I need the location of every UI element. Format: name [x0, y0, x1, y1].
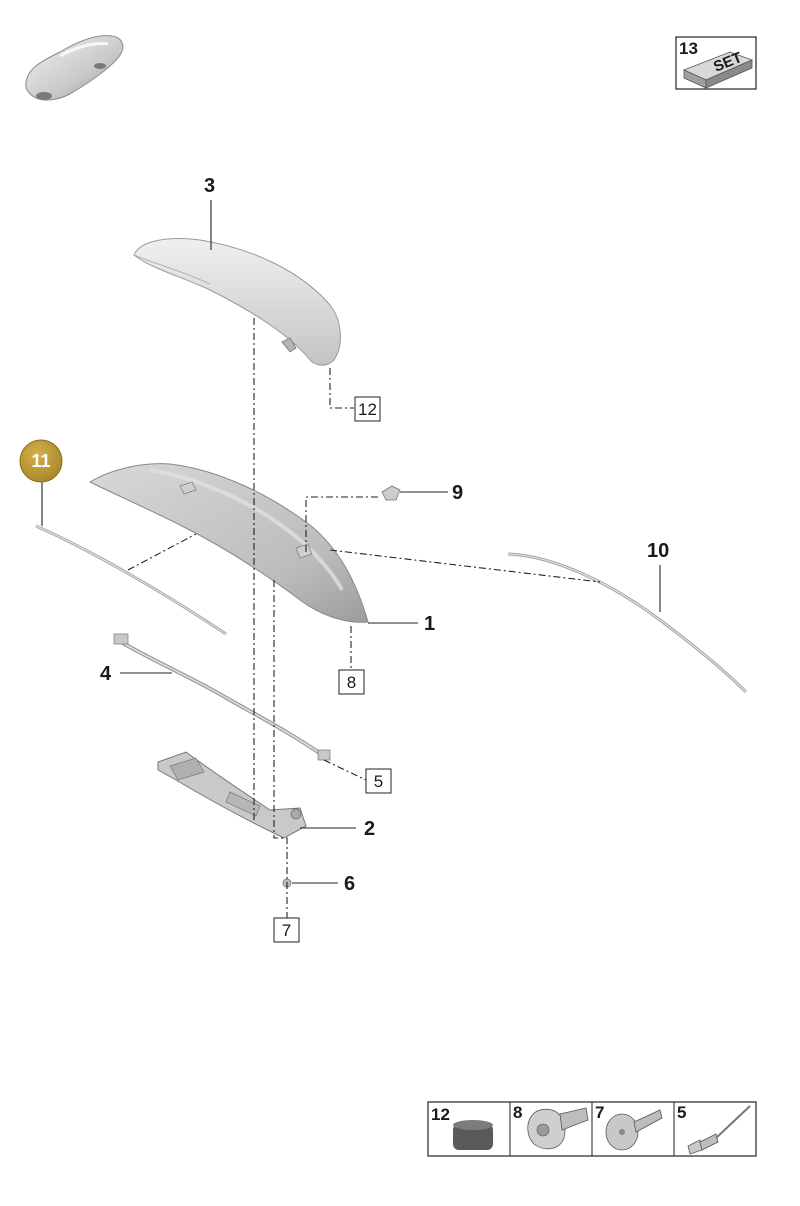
legend-cell-8[interactable]: 8 [513, 1103, 589, 1150]
callout-11: 11 [31, 451, 50, 471]
seal-strip-part[interactable] [35, 524, 227, 636]
set-number: 13 [679, 39, 698, 58]
rear-spoiler-part[interactable] [133, 238, 341, 366]
callout-2[interactable]: 2 [364, 818, 375, 840]
ref-box-5[interactable]: 5 [365, 768, 392, 794]
cable-harness-part[interactable] [113, 633, 331, 761]
callout-3[interactable]: 3 [204, 175, 215, 197]
blind-rivet-icon [687, 1105, 751, 1155]
callout-6[interactable]: 6 [344, 873, 355, 895]
trim-strip-part[interactable] [507, 552, 748, 694]
ref-12: 12 [358, 400, 377, 419]
callout-4[interactable]: 4 [100, 663, 112, 685]
legend-cell-5[interactable]: 5 [677, 1103, 751, 1155]
callout-11-badge[interactable]: 11 [19, 439, 63, 483]
ref-box-8[interactable]: 8 [338, 669, 365, 695]
ref-box-12[interactable]: 12 [354, 396, 381, 422]
legend-number-5: 5 [677, 1103, 686, 1122]
ref-box-7[interactable]: 7 [273, 917, 300, 943]
car-silhouette-icon [25, 35, 124, 101]
fastener-legend: 12 8 7 5 [427, 1101, 757, 1157]
ref-7: 7 [282, 921, 291, 940]
actuator-bracket-part[interactable] [157, 751, 307, 839]
legend-cell-7[interactable]: 7 [595, 1103, 663, 1151]
leader-lines [41, 200, 661, 918]
legend-cell-12[interactable]: 12 [431, 1105, 493, 1150]
cap-nut-icon [453, 1120, 493, 1150]
set-box-icon[interactable]: 13 SET [675, 36, 757, 90]
ref-8: 8 [347, 673, 356, 692]
clip-part[interactable] [381, 485, 401, 501]
rear-wing-panel-part[interactable] [88, 463, 369, 623]
legend-number-7: 7 [595, 1103, 604, 1122]
legend-number-8: 8 [513, 1103, 522, 1122]
torx-screw-icon [527, 1107, 589, 1150]
callout-10[interactable]: 10 [647, 540, 669, 562]
legend-number-12: 12 [431, 1105, 450, 1124]
callout-1[interactable]: 1 [424, 613, 435, 635]
callout-9[interactable]: 9 [452, 482, 463, 504]
expanding-rivet-icon [605, 1109, 663, 1151]
ref-5: 5 [374, 772, 383, 791]
